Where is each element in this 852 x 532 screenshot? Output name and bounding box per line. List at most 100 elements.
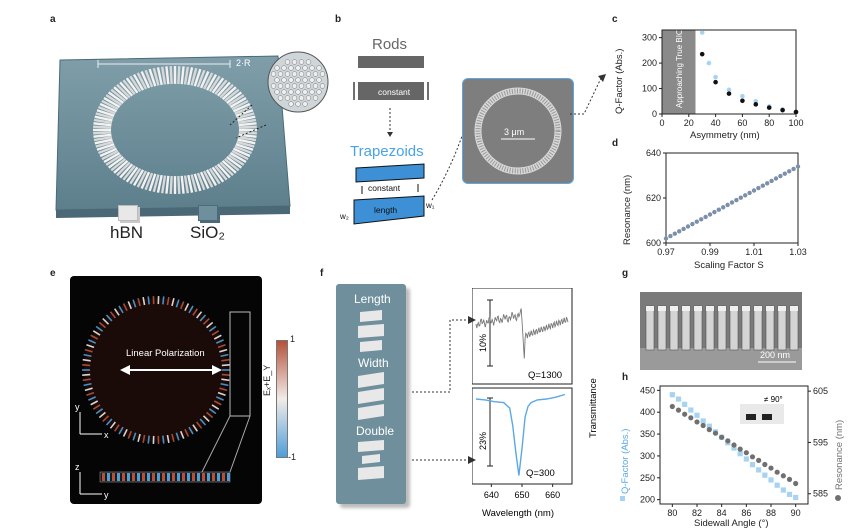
nanorod-ring (93, 66, 257, 194)
chart-d-point (699, 217, 704, 222)
shape-length-label: Length (354, 292, 391, 306)
chart-d-point (760, 183, 765, 188)
chart-d-point (681, 226, 686, 232)
f-top-scale: 10% (478, 334, 488, 352)
chart-h-res-point (682, 411, 688, 417)
chart-h-xtick-label: 80 (667, 508, 677, 518)
chart-d-point (773, 176, 779, 181)
f-top-q: Q=1300 (528, 370, 562, 381)
chart-h-xtick-label: 86 (741, 508, 751, 518)
chart-h-ytick-right-label: 595 (813, 437, 828, 447)
ring-diameter-label: 2·R (236, 58, 251, 68)
chart-h: Q-Factor (Abs.) Resonance (nm) Sidewall … (620, 385, 845, 529)
chart-c-point (740, 98, 745, 104)
trapezoid-length (353, 195, 425, 225)
chart-c-xtick-label: 40 (711, 118, 721, 128)
chart-h-xtick-label: 82 (692, 508, 702, 518)
panel-c-label: c (612, 14, 618, 25)
chart-h-frame (659, 385, 809, 505)
chart-h-q-point (682, 401, 688, 407)
chart-h-q-point (749, 462, 756, 468)
chart-h-res-point (731, 442, 737, 448)
w1-label: w₁ (425, 201, 435, 210)
chart-h-res-point (688, 415, 694, 421)
chart-h-ytick-right-label: 605 (813, 386, 828, 396)
trapezoid-top (355, 163, 425, 183)
chart-c-point (726, 87, 732, 93)
chart-h-res-point (743, 450, 749, 456)
chart-h-ytick-left-label: 400 (640, 407, 655, 417)
chart-h-q-point (731, 445, 737, 451)
chart-c-point (753, 102, 759, 107)
chart-h-ytick-left-label: 250 (640, 473, 655, 483)
chart-h-q-point (793, 494, 799, 501)
chart-h-res-point (712, 430, 719, 436)
f-xlabel: Wavelength (nm) (482, 508, 554, 519)
chart-d-point (747, 190, 752, 196)
chart-c-bic-text: Approaching True BIC (675, 29, 684, 108)
chart-h-q-point (756, 467, 762, 473)
chart-h-q-point (737, 451, 743, 457)
chart-d-ytick-label: 600 (646, 238, 661, 248)
sem-scale-label: 3 μm (504, 127, 524, 137)
axis-y-top: y (75, 402, 80, 412)
chart-c-point (780, 107, 785, 113)
sio2-swatch (198, 205, 218, 221)
chart-d-point (795, 164, 801, 169)
panel-b-diagram: constant Trapezoids constant length w₂ w… (340, 56, 463, 225)
rods-title: Rods (372, 36, 408, 53)
trap-length-label: length (374, 205, 397, 215)
chart-d-point (712, 209, 717, 215)
chart-d-point (716, 207, 721, 212)
chart-c-point (699, 51, 705, 57)
chart-h-res-point (669, 403, 675, 410)
sem-sidewall-image: 200 nm (640, 292, 802, 370)
chart-c-xtick-label: 20 (684, 118, 694, 128)
chart-h-res-point (786, 476, 793, 482)
axis-x-top: x (104, 430, 109, 440)
f-top-curve (475, 308, 569, 359)
f-bot-scale: 23% (478, 432, 488, 450)
chart-d-ytick-label: 620 (646, 193, 661, 203)
chart-c-frame (661, 29, 797, 115)
polarization-label: Linear Polarization (126, 348, 205, 359)
chart-d-ylabel: Resonance (nm) (622, 175, 633, 245)
chart-h-res-point (768, 465, 774, 471)
f-xtick-label: 660 (545, 490, 560, 500)
h-inset-label: ≠ 90° (764, 395, 783, 404)
chart-h-res-point (719, 434, 725, 440)
chart-h-xtick-label: 88 (766, 508, 776, 518)
chart-d-point (769, 178, 774, 184)
shape-double-label: Double (356, 424, 395, 438)
f-ylabel: Transmittance (588, 378, 599, 438)
chart-h-res-point (737, 446, 743, 452)
chart-h-ylabel-left: Q-Factor (Abs.) (620, 429, 631, 494)
chart-d-xtick-label: 0.99 (701, 247, 719, 257)
shape-width-label: Width (358, 356, 389, 370)
chart-h-res-point (675, 407, 682, 413)
chart-c-point (793, 109, 799, 115)
chart-h-ytick-left-label: 200 (640, 495, 655, 505)
chart-h-legend-square (620, 496, 625, 501)
chart-h-q-point (700, 418, 706, 424)
arrow-to-c (570, 74, 606, 115)
trapezoids-title: Trapezoids (350, 143, 424, 160)
chart-f: 10% Q=1300 23% Q=300 Wavelength (nm) Tra… (472, 288, 599, 519)
chart-c-point (766, 105, 772, 110)
chart-h-res-point (793, 480, 799, 487)
chart-h-q-point (762, 472, 768, 478)
chart-d-xtick-label: 1.01 (745, 247, 763, 257)
panel-h-label: h (622, 372, 629, 383)
chart-c-xtick-label: 100 (788, 118, 803, 128)
chart-h-q-point (694, 412, 700, 418)
trap-constant-label: constant (368, 183, 401, 193)
f-bot-q: Q=300 (526, 468, 555, 479)
chart-c-point (699, 30, 705, 35)
chart-d-point (685, 224, 691, 229)
g-scale-label: 200 nm (760, 350, 791, 360)
panel-a-illustration: 2·R (55, 51, 329, 218)
hbn-swatch (118, 205, 138, 221)
chart-c-ytick-label: 0 (652, 109, 657, 119)
chart-d-point (738, 195, 743, 200)
